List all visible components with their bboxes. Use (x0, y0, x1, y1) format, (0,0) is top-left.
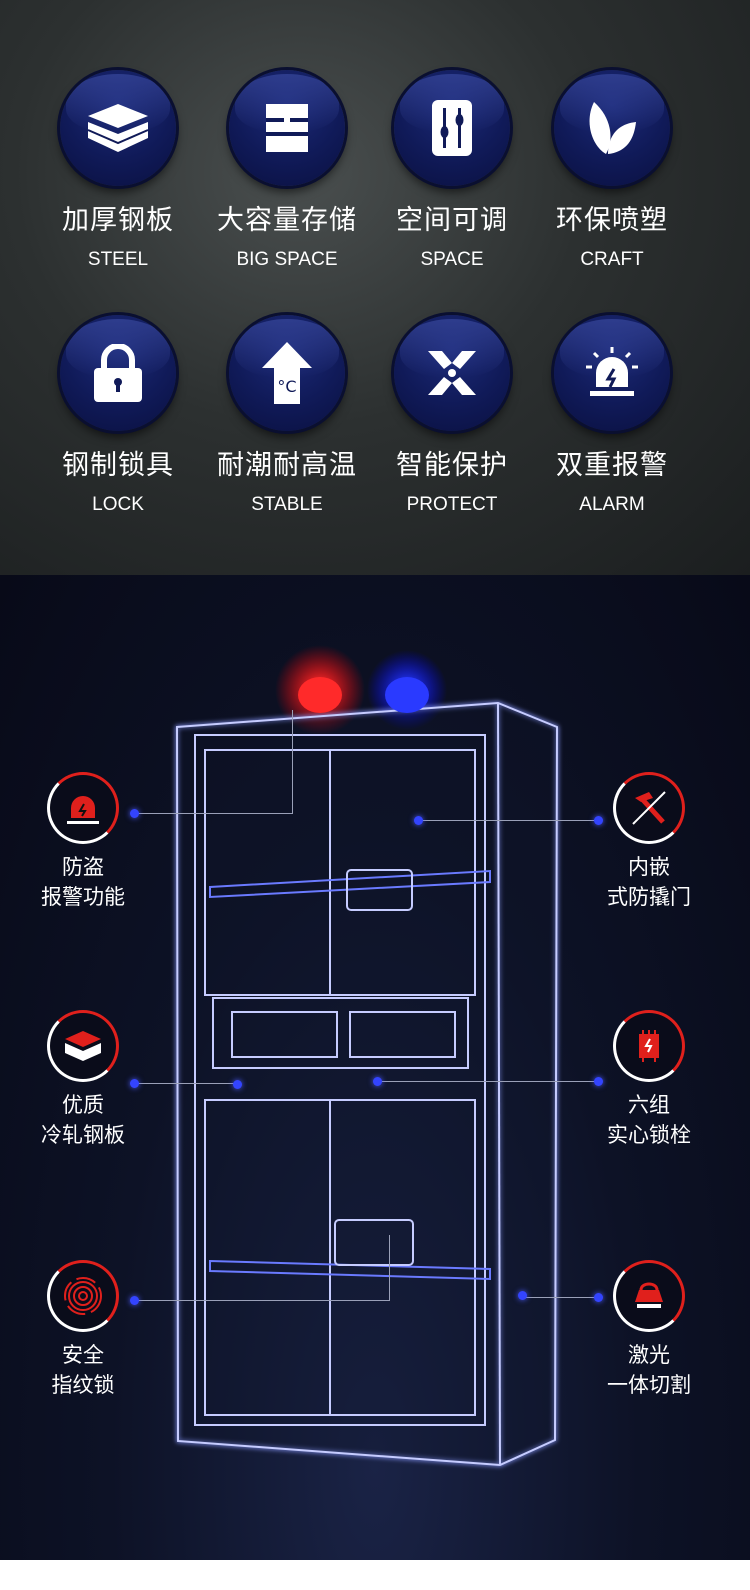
callout-line1: 优质 (62, 1093, 104, 1117)
alarm-icon (586, 347, 638, 396)
feature-stable: °C 耐潮耐高温 STABLE (202, 315, 372, 516)
feature-title: 耐潮耐高温 (217, 450, 357, 481)
feature-subtitle: ALARM (579, 494, 645, 515)
svg-text:°C: °C (277, 377, 296, 396)
feature-steel: 加厚钢板 STEEL (33, 70, 203, 271)
feature-title: 大容量存储 (217, 205, 357, 236)
callout-line2: 实心锁栓 (607, 1123, 691, 1147)
callout-steel: 优质 冷轧钢板 (18, 1010, 148, 1150)
lock-bolt-icon (639, 1030, 659, 1062)
callout-line2: 冷轧钢板 (41, 1123, 125, 1147)
feature-subtitle: STABLE (251, 494, 323, 515)
lock-icon (94, 344, 142, 402)
callout-line2: 指纹锁 (51, 1373, 115, 1397)
laser-cut-icon (635, 1282, 663, 1308)
feature-title: 智能保护 (396, 450, 508, 481)
callout-line1: 内嵌 (628, 855, 670, 879)
feature-title: 加厚钢板 (62, 205, 174, 236)
feature-craft: 环保喷塑 CRAFT (527, 70, 697, 271)
storage-icon (266, 104, 308, 152)
fingerprint-icon (64, 1277, 102, 1315)
temperature-icon: °C (262, 342, 312, 404)
feature-subtitle: PROTECT (406, 494, 498, 515)
callout-line2: 式防撬门 (607, 885, 691, 909)
protect-icon (428, 351, 476, 395)
feature-title: 环保喷塑 (556, 205, 668, 236)
callout-line1: 六组 (628, 1093, 670, 1117)
feature-alarm: 双重报警 ALARM (527, 315, 697, 516)
anti-pry-icon (632, 791, 666, 825)
feature-title: 双重报警 (556, 450, 668, 481)
feature-subtitle: SPACE (420, 249, 484, 270)
callout-line1: 安全 (62, 1343, 104, 1367)
feature-protect: 智能保护 PROTECT (367, 315, 537, 516)
feature-lock: 钢制锁具 LOCK (33, 315, 203, 516)
callout-alarm: 防盗 报警功能 (18, 772, 148, 912)
alarm-icon (67, 796, 99, 824)
steel-plate-icon (87, 104, 149, 152)
callout-line1: 防盗 (62, 855, 104, 879)
feature-subtitle: STEEL (87, 249, 149, 270)
adjust-icon (432, 100, 472, 156)
leaf-icon (589, 102, 636, 154)
feature-subtitle: LOCK (92, 494, 144, 515)
features-section: 加厚钢板 STEEL 大容量存储 BIG SPACE 空间可调 SPACE 环保… (0, 0, 750, 575)
cabinet-illustration (175, 645, 559, 1467)
callout-laser: 激光 一体切割 (584, 1260, 714, 1400)
callout-line2: 一体切割 (607, 1373, 691, 1397)
feature-title: 钢制锁具 (62, 450, 174, 481)
feature-subtitle: BIG SPACE (236, 249, 338, 270)
callout-line1: 激光 (628, 1343, 670, 1367)
callout-bolts: 六组 实心锁栓 (584, 1010, 714, 1150)
feature-space: 空间可调 SPACE (367, 70, 537, 271)
feature-title: 空间可调 (396, 205, 508, 236)
steel-plate-icon (65, 1031, 101, 1061)
cabinet-section: 防盗 报警功能 优质 冷轧钢板 安全 指纹锁 内嵌 式防撬门 六组 实心锁栓 激… (0, 575, 750, 1560)
callout-line2: 报警功能 (41, 885, 125, 909)
callout-fingerprint: 安全 指纹锁 (18, 1260, 148, 1400)
callout-door: 内嵌 式防撬门 (584, 772, 714, 912)
feature-subtitle: CRAFT (580, 249, 644, 270)
feature-big-space: 大容量存储 BIG SPACE (202, 70, 372, 271)
